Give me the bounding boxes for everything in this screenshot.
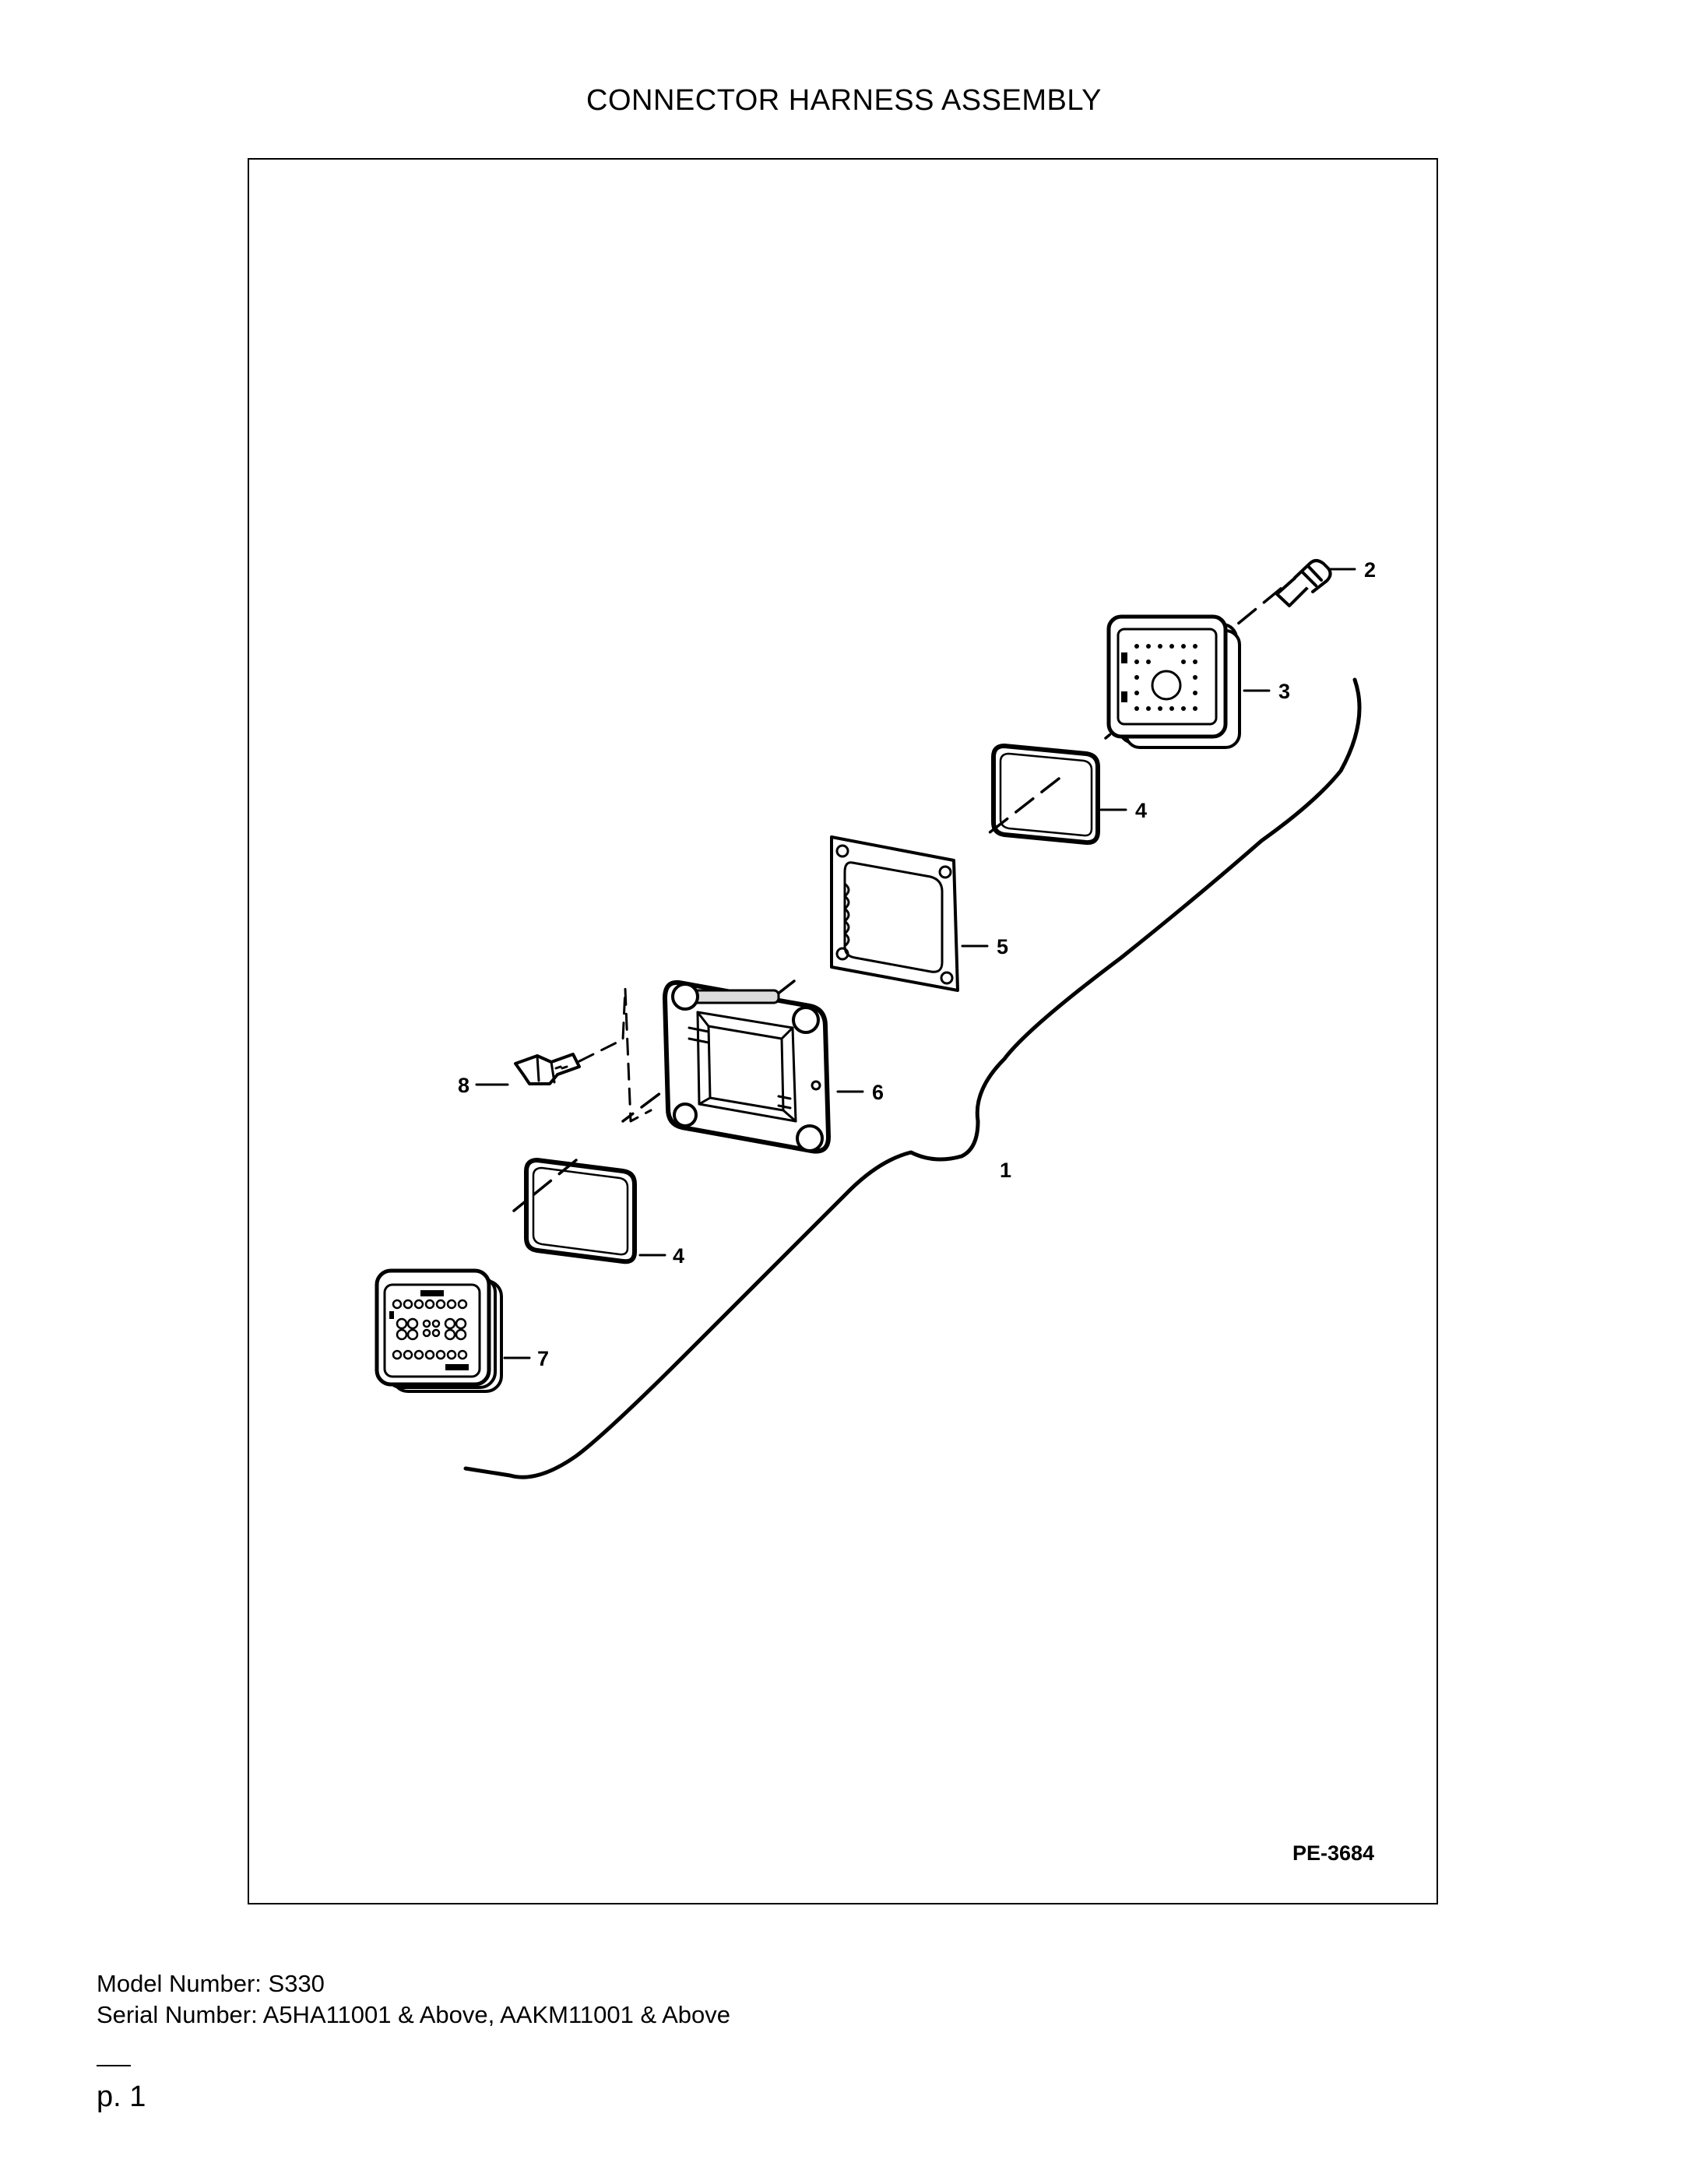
callout-label-8: 8 [458, 1074, 469, 1097]
serial-number: Serial Number: A5HA11001 & Above, AAKM11… [97, 2001, 730, 2028]
connector-plug-part [1106, 614, 1241, 749]
callout-label-6: 6 [872, 1081, 884, 1104]
callout-label-4-upper: 4 [1135, 799, 1147, 822]
callout-label-2: 2 [1364, 558, 1376, 582]
harness-bracket-line [463, 677, 1362, 1479]
callout-label-7: 7 [537, 1347, 549, 1370]
housing-part [663, 979, 831, 1154]
clip-part [514, 1053, 581, 1085]
callout-label-4-lower: 4 [673, 1244, 684, 1268]
bolt-part [1275, 559, 1332, 607]
diagram-frame [248, 158, 1438, 1904]
page-number: p. 1 [97, 2080, 146, 2113]
page-number-rule [97, 2065, 131, 2066]
connector-receptacle-part [375, 1268, 503, 1393]
callout-label-3: 3 [1278, 680, 1290, 703]
callout-label-1: 1 [1000, 1159, 1011, 1182]
callout-leaders [475, 568, 1356, 1359]
model-number: Model Number: S330 [97, 1970, 325, 1997]
exploded-view-diagram: 2 3 4 5 6 8 1 4 7 [375, 558, 1376, 1479]
figure-id: PE-3684 [1292, 1841, 1375, 1865]
seal-ring-lower-part [524, 1158, 637, 1264]
callout-label-5: 5 [997, 935, 1008, 958]
gasket-part [830, 835, 959, 992]
clip-leader-dashed [578, 987, 652, 1123]
seal-ring-upper-part [991, 744, 1100, 846]
page-title: CONNECTOR HARNESS ASSEMBLY [586, 84, 1102, 117]
